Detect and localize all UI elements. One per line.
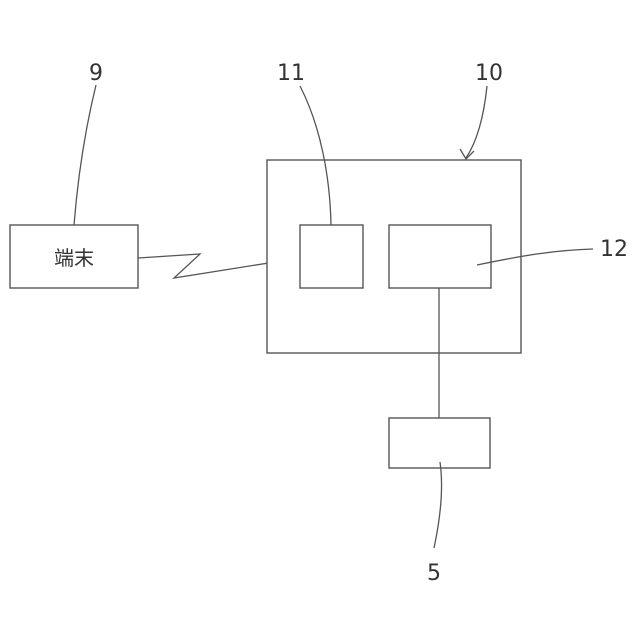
external-unit-box bbox=[389, 418, 490, 468]
device-leader-line bbox=[466, 86, 487, 158]
control-unit-ref: 12 bbox=[600, 237, 628, 262]
terminal-label: 端末 bbox=[54, 246, 94, 270]
terminal-ref: 9 bbox=[89, 61, 103, 86]
external-unit-ref: 5 bbox=[427, 561, 441, 586]
terminal-leader-line bbox=[74, 85, 96, 225]
external-unit-leader-line bbox=[434, 462, 442, 548]
control-unit-box bbox=[389, 225, 491, 288]
device-leader-arrowhead bbox=[460, 149, 474, 159]
communication-unit-box bbox=[300, 225, 363, 288]
device-ref: 10 bbox=[475, 61, 503, 86]
communication-unit-ref: 11 bbox=[277, 61, 305, 86]
